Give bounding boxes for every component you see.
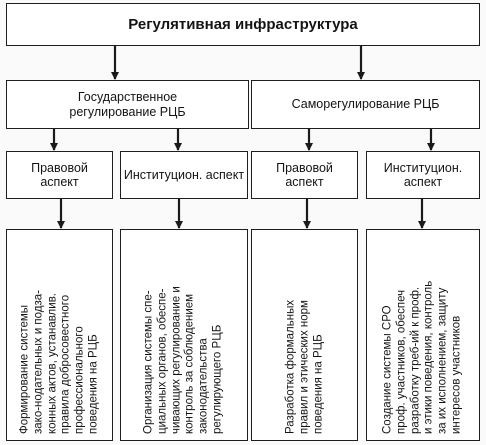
detail-line: регулирующего РЦБ: [211, 324, 224, 434]
self-institutional-aspect-label: Институцион. аспект: [384, 161, 462, 190]
gov-regulation-line: Государственное: [77, 90, 178, 105]
detail-line: поведения на РЦБ: [87, 334, 100, 434]
gov-institutional-aspect-box: Институцион. аспект: [120, 151, 248, 199]
self-regulation-box: Саморегулирование РЦБ: [251, 80, 480, 129]
gov-regulation-label: Государственное регулирование РЦБ: [69, 90, 185, 119]
detail-line: чивающих регулирование и: [170, 286, 183, 434]
aspect-line: аспект: [285, 175, 324, 189]
detail-line: Организация системы спе-: [142, 290, 155, 434]
gov-legal-detail-text: Формирование системы зако-нодательных и …: [18, 236, 101, 434]
aspect-line: аспект: [40, 175, 79, 189]
self-institutional-detail-box: Создание системы СРО проф. участников, о…: [366, 229, 480, 441]
detail-line: интересов участников: [450, 315, 463, 434]
gov-legal-aspect-label: Правовой аспект: [31, 161, 88, 190]
gov-institutional-detail-text: Организация системы спе- циальных органо…: [143, 236, 226, 434]
detail-line: зако-нодательных и подза-: [31, 289, 44, 434]
detail-line: конных актов, устанавлив.: [45, 293, 58, 434]
self-legal-detail-text: Разработка формальных правил и этических…: [284, 236, 325, 434]
self-institutional-detail-text: Создание системы СРО проф. участников, о…: [382, 236, 465, 434]
aspect-line: аспект: [403, 175, 443, 189]
detail-line: Разработка формальных: [283, 299, 296, 434]
detail-line: поведения на РЦБ: [311, 334, 324, 434]
title-box: Регулятивная инфраструктура: [6, 3, 480, 46]
self-legal-detail-box: Разработка формальных правил и этических…: [251, 229, 358, 441]
detail-line: циальных органов, обеспе-: [156, 288, 169, 435]
self-institutional-aspect-box: Институцион. аспект: [366, 151, 480, 199]
self-legal-aspect-box: Правовой аспект: [251, 151, 358, 199]
detail-line: контроль за соблюдением: [184, 293, 196, 434]
detail-line: Формирование системы: [18, 304, 31, 434]
gov-institutional-aspect-label: Институцион. аспект: [123, 167, 245, 182]
detail-line: правил и этических норм: [297, 300, 310, 434]
gov-legal-detail-box: Формирование системы зако-нодательных и …: [6, 229, 113, 441]
detail-line: профессионального: [73, 326, 86, 434]
self-regulation-label: Саморегулирование РЦБ: [291, 97, 440, 112]
gov-institutional-detail-box: Организация системы спе- циальных органо…: [120, 229, 248, 441]
gov-regulation-line: регулирование РЦБ: [69, 104, 186, 119]
aspect-line: Институцион.: [383, 160, 463, 175]
detail-line: и этики поведения, контроль: [423, 280, 435, 434]
aspect-line: Правовой: [276, 160, 333, 175]
detail-line: проф. участников, обеспеч: [395, 289, 408, 434]
detail-line: Создание системы СРО: [381, 305, 394, 434]
detail-line: разработку треб-ий к проф.: [409, 286, 422, 434]
detail-line: правила добросовестного: [59, 294, 72, 434]
detail-line: законодательства: [197, 338, 210, 434]
detail-line: за их исполнением, защиту: [436, 287, 449, 434]
title-text: Регулятивная инфраструктура: [128, 15, 358, 33]
gov-legal-aspect-box: Правовой аспект: [6, 151, 113, 199]
self-legal-aspect-label: Правовой аспект: [276, 161, 333, 190]
aspect-line: Правовой: [31, 160, 88, 175]
gov-regulation-box: Государственное регулирование РЦБ: [6, 80, 249, 129]
